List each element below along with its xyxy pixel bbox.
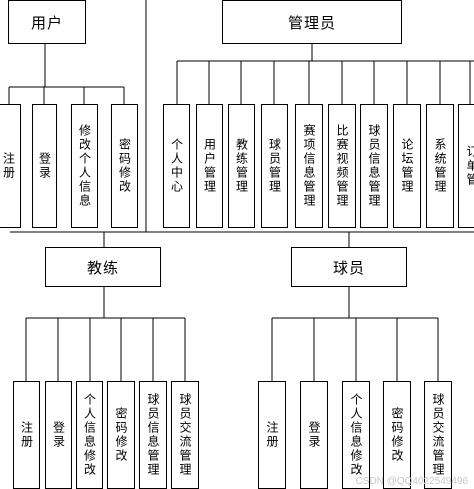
admin-child-order-management: 订单管: [458, 104, 474, 228]
player-child-label: 球员交流管理: [431, 393, 445, 477]
node-coach-label: 教练: [86, 258, 119, 277]
admin-child-label: 用户管理: [202, 138, 217, 194]
user-child-login: 登录: [32, 104, 57, 228]
node-user: 用户: [8, 0, 86, 44]
coach-child-player-info-management: 球员信息管理: [139, 381, 167, 489]
admin-child-coach-management: 教练管理: [228, 104, 255, 228]
admin-child-label: 比赛视频管理: [335, 124, 349, 208]
watermark: CSDN @QQ4022549496: [355, 476, 468, 487]
user-child-label: 密码修改: [117, 138, 132, 194]
node-admin: 管理员: [222, 0, 402, 44]
node-player-label: 球员: [332, 258, 365, 277]
admin-child-player-management: 球员管理: [261, 104, 288, 228]
node-coach: 教练: [45, 247, 161, 287]
node-user-label: 用户: [30, 13, 63, 32]
player-child-label: 注册: [265, 421, 279, 449]
player-child-player-chat-management: 球员交流管理: [424, 381, 452, 489]
coach-child-label: 注册: [19, 421, 34, 449]
coach-child-edit-profile: 个人信息修改: [76, 381, 103, 489]
admin-child-label: 系统管理: [433, 138, 447, 194]
admin-child-event-info-management: 赛项信息管理: [295, 104, 323, 228]
node-admin-label: 管理员: [287, 13, 336, 32]
admin-child-user-management: 用户管理: [196, 104, 223, 228]
node-player: 球员: [291, 247, 407, 287]
player-child-edit-profile: 个人信息修改: [342, 381, 370, 489]
user-child-label: 注册: [1, 152, 16, 180]
user-child-register: 注册: [0, 104, 21, 228]
admin-child-label: 订单管: [465, 145, 474, 187]
user-child-label: 修改个人信息: [77, 124, 92, 208]
admin-child-label: 教练管理: [234, 138, 249, 194]
player-child-change-password: 密码修改: [383, 381, 411, 489]
coach-child-change-password: 密码修改: [107, 381, 135, 489]
admin-child-label: 球员管理: [267, 138, 282, 194]
coach-child-label: 球员交流管理: [178, 393, 192, 477]
user-child-label: 登录: [37, 152, 52, 180]
admin-child-player-info-management: 球员信息管理: [360, 104, 388, 228]
coach-child-login: 登录: [45, 381, 72, 489]
admin-child-label: 个人中心: [169, 138, 184, 194]
coach-child-player-chat-management: 球员交流管理: [171, 381, 199, 489]
player-child-register: 注册: [258, 381, 286, 489]
admin-child-label: 论坛管理: [400, 138, 414, 194]
player-child-label: 密码修改: [390, 407, 404, 463]
admin-child-forum-management: 论坛管理: [393, 104, 421, 228]
admin-child-label: 赛项信息管理: [302, 124, 316, 208]
user-child-change-password: 密码修改: [111, 104, 138, 228]
admin-child-match-video-management: 比赛视频管理: [328, 104, 356, 228]
player-child-label: 个人信息修改: [349, 393, 363, 477]
coach-child-label: 登录: [51, 421, 66, 449]
coach-child-label: 个人信息修改: [82, 393, 97, 477]
player-child-login: 登录: [300, 381, 328, 489]
player-child-label: 登录: [307, 421, 321, 449]
coach-child-label: 密码修改: [114, 407, 128, 463]
coach-child-label: 球员信息管理: [146, 393, 160, 477]
coach-child-register: 注册: [13, 381, 40, 489]
admin-child-label: 球员信息管理: [367, 124, 381, 208]
user-child-edit-profile: 修改个人信息: [71, 104, 98, 228]
admin-child-system-management: 系统管理: [426, 104, 454, 228]
admin-child-personal-center: 个人中心: [163, 104, 190, 228]
